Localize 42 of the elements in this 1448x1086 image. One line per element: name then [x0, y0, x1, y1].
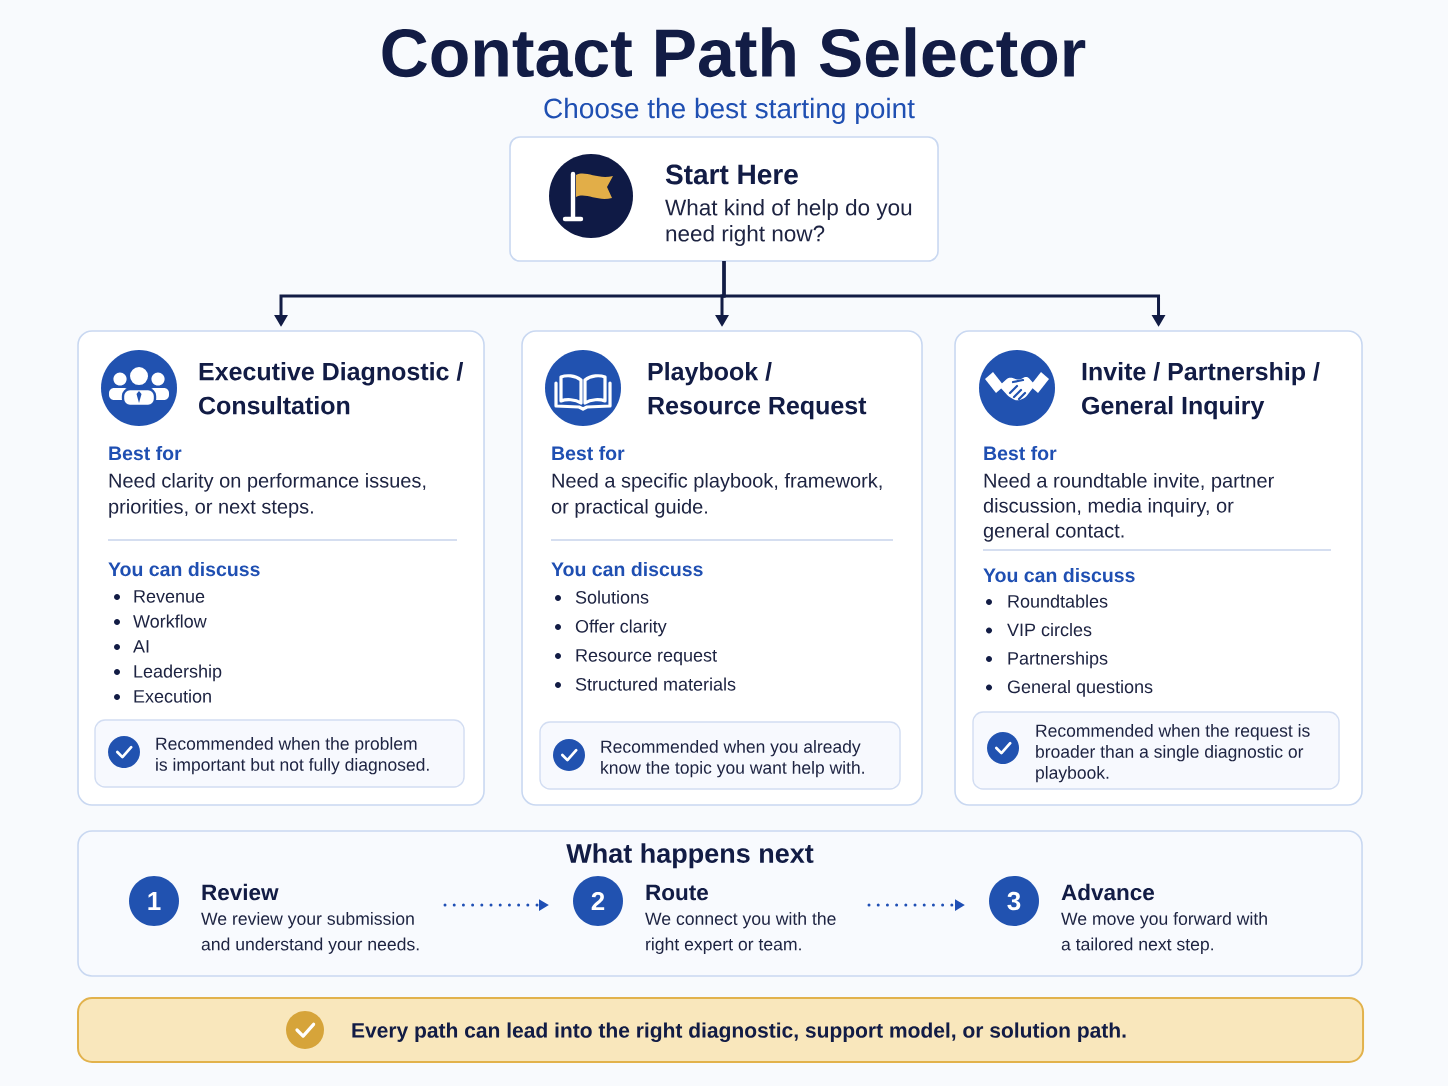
list-item: Resource request [576, 649, 717, 666]
list-item: VIP circles [1007, 623, 1092, 637]
list-item: Execution [134, 689, 211, 703]
list-item: Workflow [133, 614, 207, 628]
body-text: Need a roundtable invite, partner discussion, media inquiry, or general contact. [983, 473, 1274, 542]
section-heading: You can discuss [551, 561, 703, 577]
list-item: General questions [1007, 680, 1153, 697]
list-item: AI [133, 640, 149, 653]
section-heading: You can discuss [983, 567, 1135, 583]
section-title: What happens next [566, 843, 814, 869]
list-item: Offer clarity [575, 619, 667, 637]
number-badge: 3 [989, 876, 1039, 926]
step-text: We connect you with the right expert or team. [645, 912, 836, 954]
section-heading: Best for [552, 445, 625, 461]
body-text: Need clarity on performance issues, priorities, or next steps. [109, 473, 426, 518]
card-title: Start Here [665, 164, 798, 185]
note-box: Recommended when the request is broader than a single diagnostic or playbook. [972, 711, 1340, 790]
body-text: Need a specific playbook, framework, or practical guide. [551, 473, 882, 518]
number-badge: 1 [129, 876, 179, 926]
body-text: What kind of help do you need right now? [665, 199, 912, 246]
title: Contact Path Selector [382, 27, 1086, 78]
list-item: Partnerships [1008, 651, 1108, 669]
step-text: We review your submission and understand your needs. [201, 912, 419, 954]
card-title: Invite / Partnership / General Inquiry [1082, 362, 1320, 420]
card-title: Playbook / Resource Request [648, 362, 867, 420]
list-item: Solutions [575, 590, 649, 604]
card-title: Executive Diagnostic / Consultation [199, 362, 464, 415]
banner: Every path can lead into the right diagnostic, support model, or solution path. [77, 997, 1365, 1063]
step-title: Route [646, 884, 708, 901]
list-item: Revenue [134, 590, 205, 603]
list-item: Structured materials [575, 677, 736, 691]
step-text: We move you forward with a tailored next step. [1061, 912, 1267, 954]
list-item: Leadership [134, 664, 222, 682]
list-item: Roundtables [1008, 594, 1108, 608]
note-box: Recommended when you already know the topic you want help with. [539, 721, 901, 790]
number-badge: 2 [573, 876, 623, 926]
section-heading: Best for [984, 445, 1057, 461]
section-heading: Best for [109, 445, 182, 461]
section-heading: You can discuss [108, 561, 260, 577]
step-title: Advance [1061, 883, 1155, 901]
note-box: Recommended when the problem is important but not fully diagnosed. [94, 719, 465, 788]
step-title: Review [202, 883, 279, 901]
